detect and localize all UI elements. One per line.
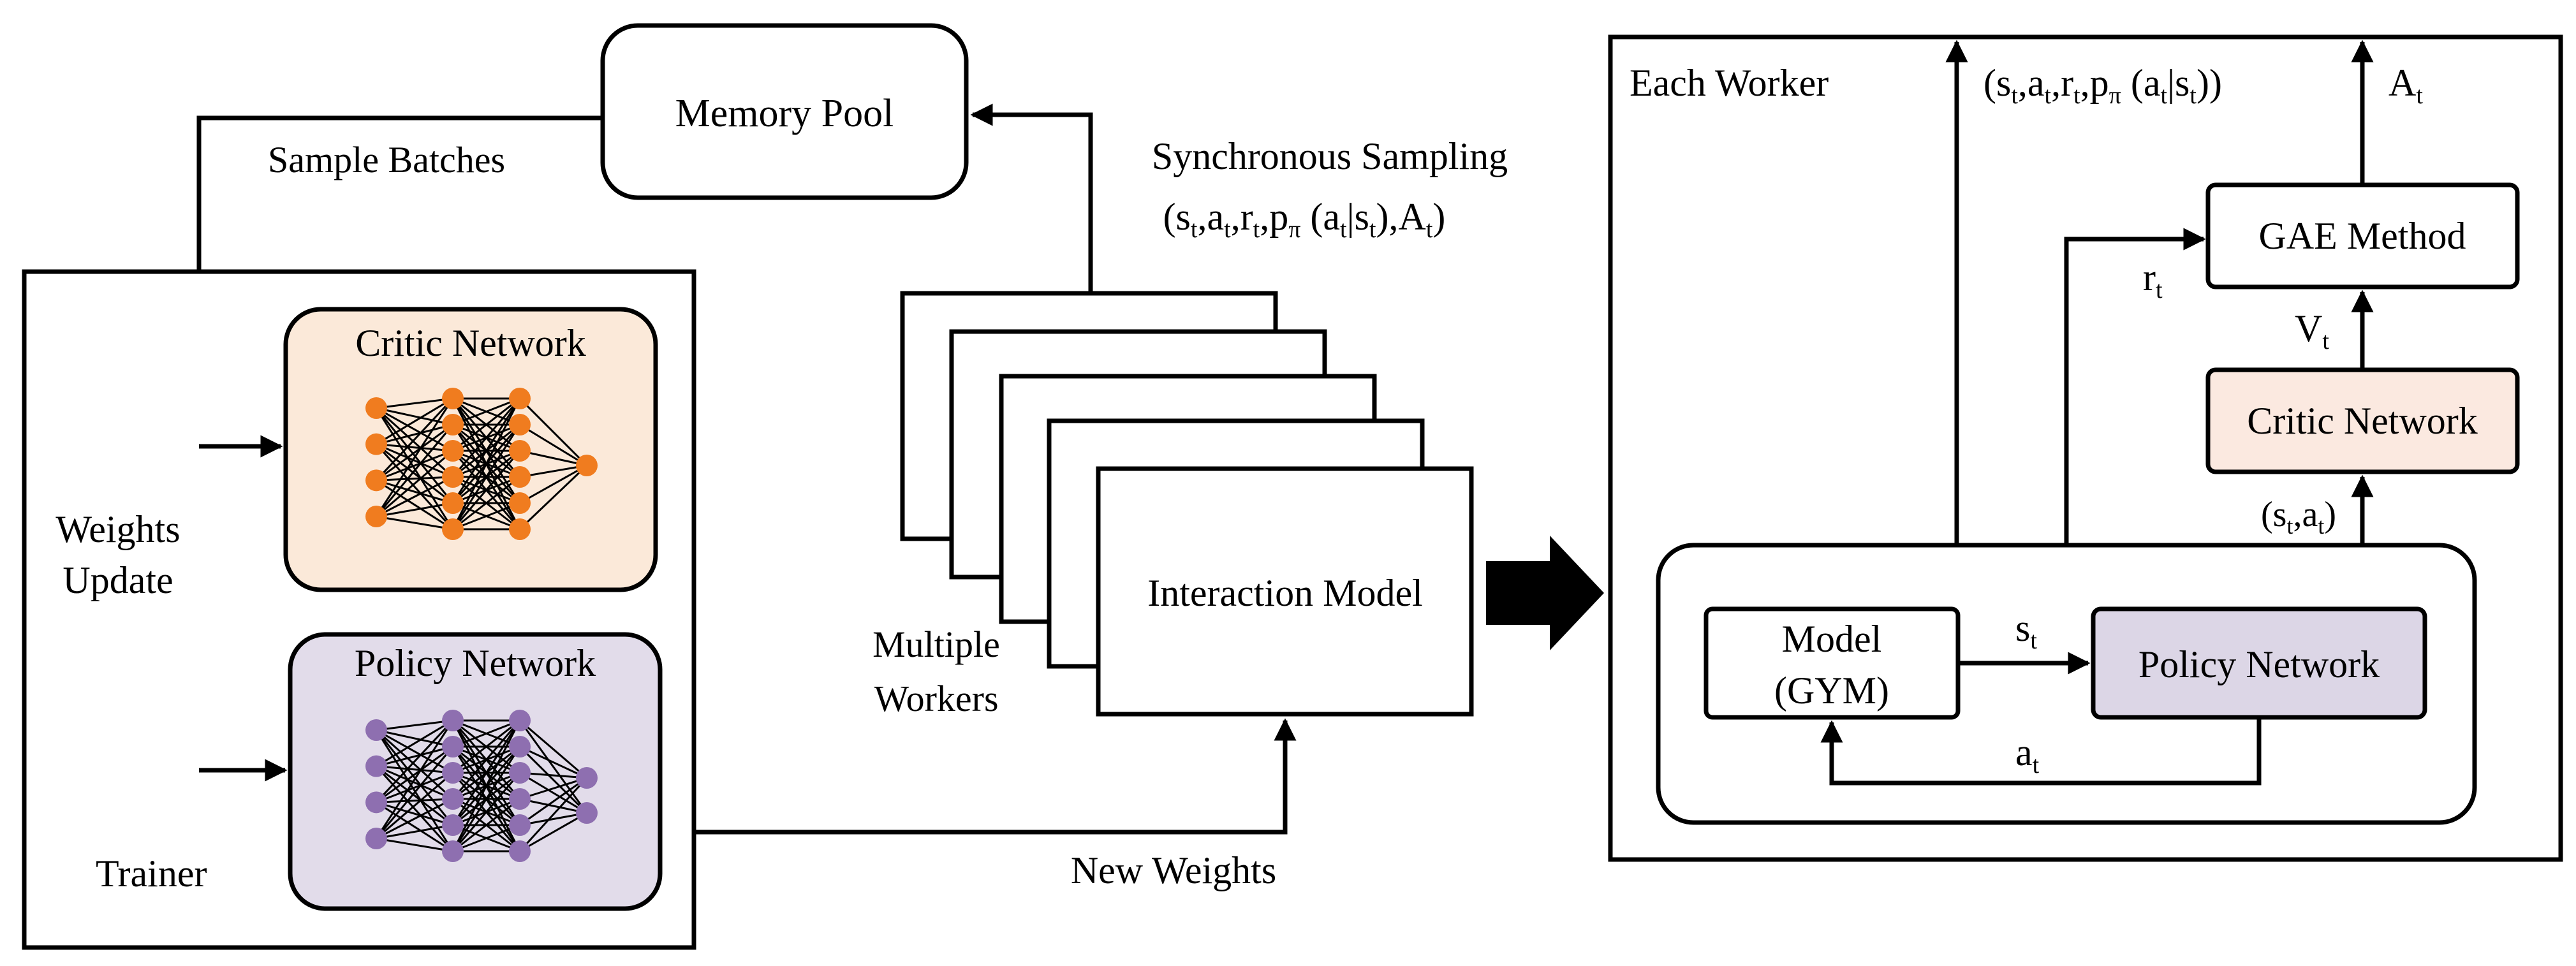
critic-network-label: Critic Network <box>355 322 586 364</box>
reward-arrow <box>2064 228 2206 545</box>
interaction-model-box <box>1096 466 1474 717</box>
sync-sampling-title: Synchronous Sampling <box>1152 135 1508 177</box>
state-action-label: (st,at) <box>2261 495 2336 539</box>
policy-neural-net-icon <box>365 710 598 862</box>
trainer-label: Trainer <box>96 853 207 895</box>
interaction-model-label: Interaction Model <box>1147 572 1423 614</box>
sync-sampling-tuple: (st,at,rt,pπ (at|st),At) <box>1163 196 1446 243</box>
multiple-label: Multiple <box>872 624 1000 665</box>
sample-batches-label: Sample Batches <box>268 139 505 180</box>
reward-label: rt <box>2143 256 2163 304</box>
memory-pool-box <box>600 23 969 200</box>
model-label: Model <box>1782 618 1882 660</box>
sync-sampling-arrow <box>970 103 1093 293</box>
gym-label: (GYM) <box>1774 670 1889 712</box>
memory-pool-label: Memory Pool <box>675 92 894 135</box>
gae-method-label: GAE Method <box>2259 215 2466 257</box>
each-worker-title: Each Worker <box>1630 62 1829 104</box>
worker-critic-network-label: Critic Network <box>2247 400 2478 442</box>
worker-policy-network-label: Policy Network <box>2138 643 2380 685</box>
workers-label: Workers <box>874 678 998 719</box>
critic-neural-net-icon <box>365 388 598 540</box>
expand-arrow-icon <box>1486 536 1604 650</box>
update-label: Update <box>63 559 173 601</box>
trajectory-label: (st,at,rt,pπ (at|st)) <box>1984 62 2222 109</box>
new-weights-arrow <box>695 718 1297 835</box>
policy-network-label: Policy Network <box>355 642 596 684</box>
new-weights-label: New Weights <box>1071 849 1276 891</box>
weights-label: Weights <box>55 508 180 550</box>
action-arrow <box>1820 717 2262 786</box>
